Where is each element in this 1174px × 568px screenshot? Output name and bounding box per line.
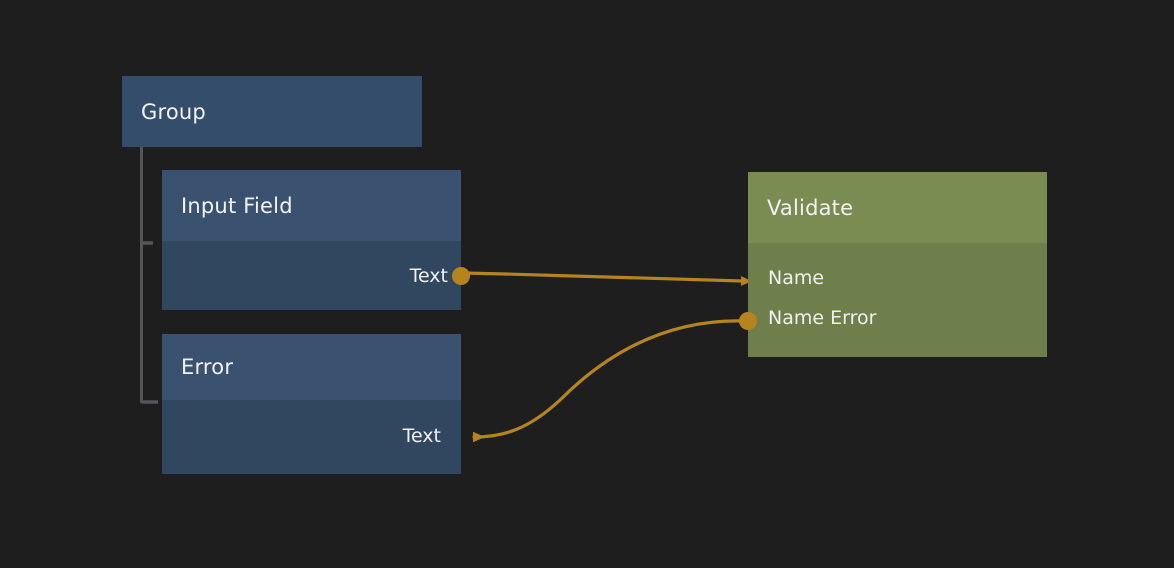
group-bracket (140, 147, 158, 404)
node-input-field-title: Input Field (162, 170, 461, 241)
port-validate-name-error-output[interactable]: Name Error (768, 309, 876, 328)
node-group[interactable]: Group (122, 76, 422, 147)
node-error[interactable]: Error Text (162, 334, 461, 474)
port-input-field-text-output[interactable]: Text (410, 263, 470, 289)
node-validate[interactable]: Validate Name Name Error (748, 172, 1047, 357)
node-input-field[interactable]: Input Field Text (162, 170, 470, 310)
node-error-body: Text (162, 400, 461, 474)
port-label-name-error: Name Error (768, 307, 877, 329)
node-group-title: Group (122, 76, 422, 147)
connection-input-text-to-validate-name[interactable] (461, 271, 752, 286)
node-input-field-body: Text (162, 241, 470, 310)
node-validate-body: Name Name Error (748, 243, 1047, 357)
connection-validate-name-error-to-error-text[interactable] (472, 319, 748, 443)
port-label-name: Name (768, 267, 825, 289)
port-circle-icon[interactable] (448, 263, 474, 289)
port-validate-name-input[interactable]: Name (768, 269, 824, 288)
port-error-text-input[interactable]: Text (403, 427, 441, 446)
node-validate-title: Validate (748, 172, 1047, 243)
node-error-title: Error (162, 334, 461, 400)
port-label-text: Text (402, 425, 441, 447)
port-label-text: Text (409, 264, 448, 287)
